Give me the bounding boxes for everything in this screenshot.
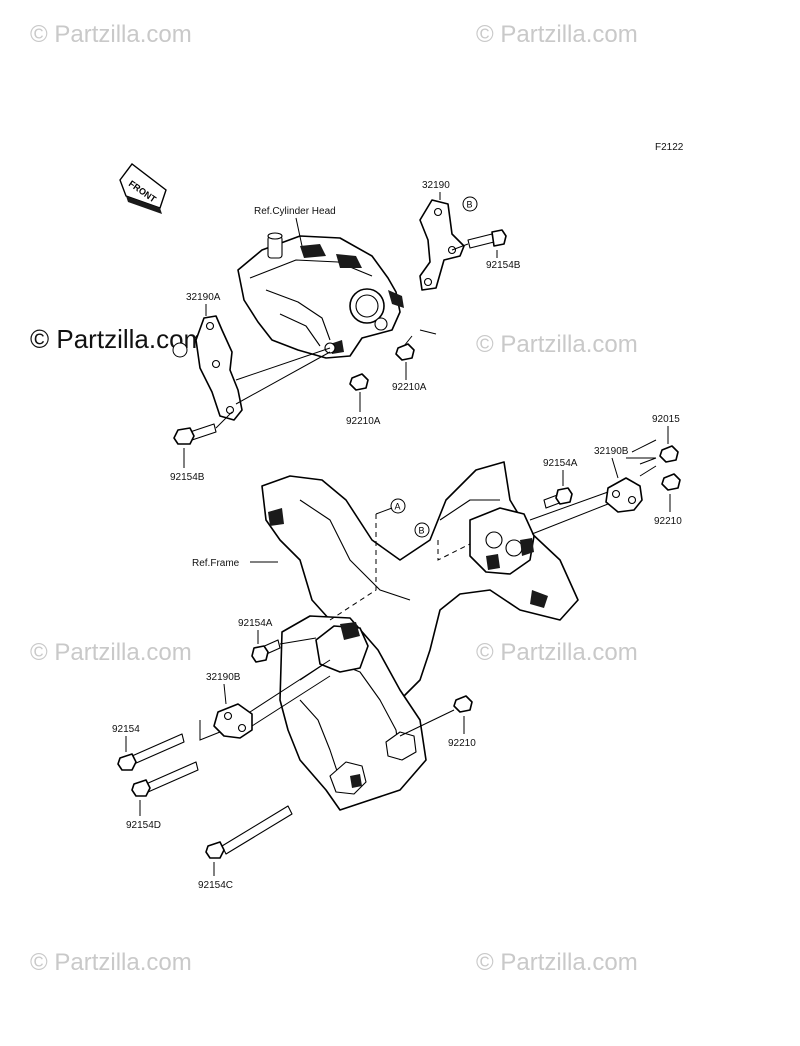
bolt-92154 xyxy=(117,733,185,771)
frame xyxy=(261,461,579,811)
label-92154b-top: 92154B xyxy=(486,260,521,271)
ref-cylinder-head-label: Ref.Cylinder Head xyxy=(254,206,336,217)
label-92154: 92154 xyxy=(112,724,140,735)
label-92210a-right: 92210A xyxy=(392,382,427,393)
label-92210-center: 92210 xyxy=(448,738,476,749)
label-92154b-left: 92154B xyxy=(170,472,205,483)
bracket-32190b-right xyxy=(605,477,643,513)
label-32190a: 32190A xyxy=(186,292,221,303)
label-32190: 32190 xyxy=(422,180,450,191)
diagram-code: F2122 xyxy=(655,142,684,153)
watermark-lower-right: © Partzilla.com xyxy=(476,639,638,666)
bracket-32190 xyxy=(419,199,465,291)
reference-bubble-a-left xyxy=(172,342,188,358)
label-92154d: 92154D xyxy=(126,820,161,831)
reference-bubble-b xyxy=(414,522,430,538)
nut-92210-center xyxy=(453,695,473,713)
label-32190b-right: 32190B xyxy=(594,446,629,457)
label-92210a-center: 92210A xyxy=(346,416,381,427)
label-92015: 92015 xyxy=(652,414,680,425)
label-92210-right: 92210 xyxy=(654,516,682,527)
bolt-92154b-left xyxy=(173,423,217,445)
reference-bubble-a xyxy=(390,498,406,514)
nut-92210-right xyxy=(661,473,681,491)
bolt-92154b-top xyxy=(467,229,507,249)
bolt-92154a-left xyxy=(251,639,281,663)
dashed-reference-a xyxy=(329,514,377,621)
watermark-bottom-right: © Partzilla.com xyxy=(476,949,638,976)
bolt-92154c xyxy=(205,805,293,859)
nut-92210a-center xyxy=(349,373,369,391)
watermark-top-left: © Partzilla.com xyxy=(30,21,192,48)
dashed-reference-b xyxy=(437,540,471,561)
nut-92210a-right xyxy=(395,343,415,361)
label-92154c: 92154C xyxy=(198,880,233,891)
label-92154a-left: 92154A xyxy=(238,618,273,629)
bubble-b-text: B xyxy=(419,526,425,536)
label-32190b-left: 32190B xyxy=(206,672,241,683)
reference-bubble-b-top xyxy=(462,196,478,212)
watermark-mid-right: © Partzilla.com xyxy=(476,331,638,358)
bolt-92154a-right xyxy=(543,487,573,509)
front-arrow-icon: FRONT xyxy=(119,163,167,214)
bolt-92154d xyxy=(131,761,199,797)
cylinder-head xyxy=(237,232,404,359)
bracket-32190b-left xyxy=(213,703,253,739)
ref-frame-label: Ref.Frame xyxy=(192,558,240,569)
bubble-a-text: A xyxy=(395,502,401,512)
watermarks: © Partzilla.com © Partzilla.com © Partzi… xyxy=(30,21,638,976)
watermark-bottom-left: © Partzilla.com xyxy=(30,949,192,976)
bubble-b-top-text: B xyxy=(467,200,473,210)
watermark-top-right: © Partzilla.com xyxy=(476,21,638,48)
nut-92015 xyxy=(659,445,679,463)
watermark-lower-left: © Partzilla.com xyxy=(30,639,192,666)
label-92154a-right: 92154A xyxy=(543,458,578,469)
bracket-32190a xyxy=(195,315,243,421)
